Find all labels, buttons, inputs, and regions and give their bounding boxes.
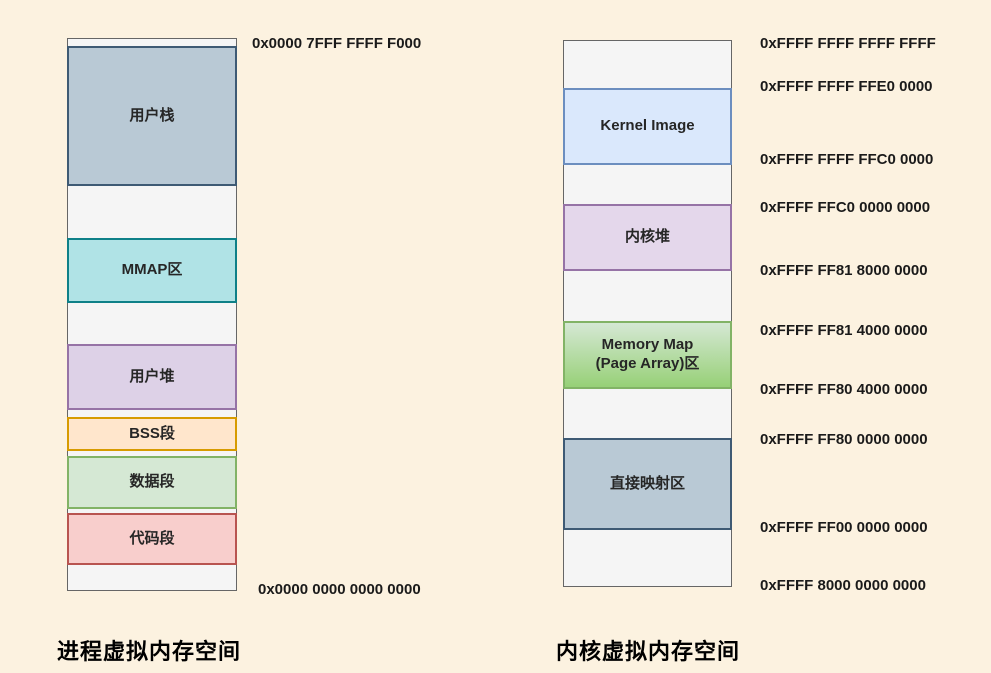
kernel-address-kernel-image-top: 0xFFFF FFFF FFE0 0000	[760, 78, 933, 95]
process-bottom-address: 0x0000 0000 0000 0000	[258, 581, 421, 598]
block-kernel-heap: 内核堆	[563, 204, 732, 271]
block-kernel-image-label: Kernel Image	[600, 117, 695, 135]
block-user-heap: 用户堆	[67, 344, 237, 410]
kernel-address-top: 0xFFFF FFFF FFFF FFFF	[760, 35, 936, 52]
block-kernel-heap-label: 内核堆	[624, 228, 670, 246]
kernel-address-kernel-image-bottom: 0xFFFF FFFF FFC0 0000	[760, 151, 934, 168]
kernel-address-memory-map-bottom: 0xFFFF FF80 4000 0000	[760, 381, 928, 398]
block-bss-segment-label: BSS段	[129, 424, 175, 442]
kernel-address-direct-map-top: 0xFFFF FF80 0000 0000	[760, 431, 928, 448]
block-code-segment-label: 代码段	[129, 529, 175, 547]
block-mmap-region: MMAP区	[67, 238, 237, 303]
kernel-space-title: 内核虚拟内存空间	[556, 639, 741, 664]
block-mmap-region-label: MMAP区	[121, 261, 183, 279]
block-user-heap-label: 用户堆	[129, 367, 175, 385]
memory-map-label-line1: Memory Map	[601, 336, 694, 354]
block-direct-mapping-region: 直接映射区	[563, 438, 732, 530]
memory-map-label-line2: (Page Array)区	[595, 355, 700, 372]
block-code-segment: 代码段	[67, 513, 237, 565]
kernel-address-bottom: 0xFFFF 8000 0000 0000	[760, 577, 926, 594]
block-data-segment: 数据段	[67, 456, 237, 509]
kernel-address-direct-map-bottom: 0xFFFF FF00 0000 0000	[760, 519, 928, 536]
block-bss-segment: BSS段	[67, 417, 237, 451]
block-user-stack: 用户栈	[67, 46, 237, 186]
kernel-address-kernel-heap-top: 0xFFFF FFC0 0000 0000	[760, 199, 931, 216]
block-data-segment-label: 数据段	[129, 473, 175, 491]
process-space-title: 进程虚拟内存空间	[57, 639, 242, 664]
block-memory-map-page-array-label: Memory Map (Page Array)区	[596, 336, 700, 374]
kernel-address-memory-map-top: 0xFFFF FF81 4000 0000	[760, 322, 928, 339]
process-top-address: 0x0000 7FFF FFFF F000	[252, 35, 422, 52]
block-memory-map-page-array: Memory Map (Page Array)区	[563, 321, 732, 389]
block-kernel-image: Kernel Image	[563, 88, 732, 165]
kernel-address-kernel-heap-bottom: 0xFFFF FF81 8000 0000	[760, 262, 928, 279]
block-user-stack-label: 用户栈	[129, 106, 175, 124]
block-direct-mapping-region-label: 直接映射区	[609, 474, 685, 492]
